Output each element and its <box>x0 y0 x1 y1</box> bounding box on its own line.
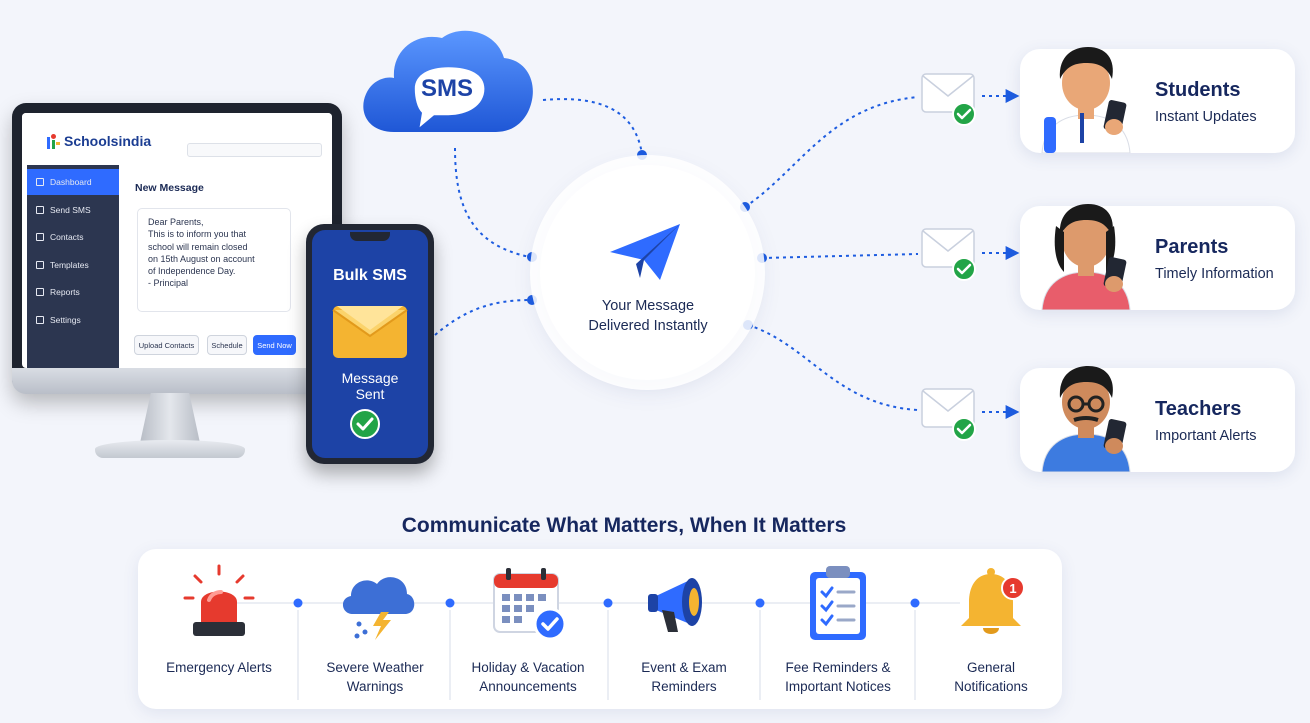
audience-subtitle: Instant Updates <box>1155 109 1257 125</box>
parents-avatar <box>1041 204 1131 310</box>
sidebar-item-label: Dashboard <box>50 177 92 187</box>
feature-label-line: Emergency Alerts <box>166 660 272 675</box>
text-line: Message <box>341 370 399 386</box>
gear-icon <box>36 315 44 324</box>
audience-subtitle: Timely Information <box>1155 266 1274 282</box>
audience-title: Parents <box>1155 236 1229 258</box>
audience-title: Students <box>1155 79 1241 101</box>
sidebar-item-send-sms[interactable]: Send SMS <box>27 197 119 223</box>
audience-title: Teachers <box>1155 398 1242 420</box>
dashboard-search-input[interactable] <box>187 143 322 157</box>
cloud-to-monitor-line <box>454 147 531 258</box>
envelope-icon <box>332 306 408 358</box>
send-icon <box>36 205 44 214</box>
phone-title: Bulk SMS <box>333 267 407 284</box>
feature-label-line: Event & Exam <box>641 660 727 675</box>
sidebar-item-label: Send SMS <box>50 204 91 215</box>
envelope-check-icon <box>921 388 976 441</box>
envelope-check-icon <box>921 73 976 126</box>
feature-label-line: Holiday & Vacation <box>471 660 585 675</box>
feature-label-line: Announcements <box>479 679 577 694</box>
feature-label-line: Notifications <box>954 679 1028 694</box>
contacts-icon <box>36 233 44 241</box>
monitor-chin <box>12 368 342 394</box>
sidebar-item-label: Templates <box>50 259 89 270</box>
storm-cloud-icon <box>342 577 415 640</box>
feature-label: Emergency Alerts <box>144 658 294 677</box>
feature-label-line: Severe Weather <box>326 660 424 675</box>
center-to-students-line <box>744 96 919 208</box>
cloud-label: SMS <box>420 75 473 102</box>
phone-notch <box>350 232 390 241</box>
audience-subtitle: Important Alerts <box>1155 428 1257 444</box>
message-line: of Independence Day. <box>148 266 236 277</box>
paper-plane-icon <box>610 224 680 280</box>
compose-title: New Message <box>135 182 204 194</box>
message-line: on 15th August on account <box>148 253 255 264</box>
students-avatar <box>1041 47 1131 153</box>
monitor-base <box>95 440 245 458</box>
center-circle <box>540 165 755 380</box>
upload-contacts-button[interactable]: Upload Contacts <box>134 335 199 355</box>
text-line: Delivered Instantly <box>588 318 708 334</box>
calendar-icon <box>493 568 567 641</box>
clipboard-icon <box>810 566 866 640</box>
megaphone-icon <box>648 578 702 632</box>
send-now-button[interactable]: Send Now <box>253 335 296 355</box>
phone-to-center-line <box>434 299 533 336</box>
headline: Communicate What Matters, When It Matter… <box>401 514 847 537</box>
feature-label-line: General <box>966 660 1016 675</box>
template-icon <box>36 260 44 269</box>
feature-label-line: Reminders <box>651 679 717 694</box>
center-to-parents-line <box>761 253 919 259</box>
home-icon <box>36 178 44 186</box>
feature-label-line: Important Notices <box>785 679 891 694</box>
text-line: Your Message <box>601 298 695 314</box>
message-line: This is to inform you that <box>148 229 247 240</box>
feature-label-line: Warnings <box>346 679 404 694</box>
cloud-icon <box>363 30 533 132</box>
message-line: Dear Parents, <box>148 217 204 227</box>
feature-label: Fee Reminders & Important Notices <box>763 658 913 696</box>
sidebar-item-reports[interactable]: Reports <box>27 279 119 305</box>
logo-icon <box>47 133 61 149</box>
teachers-avatar <box>1041 366 1131 472</box>
sidebar-item-label: Reports <box>50 287 80 297</box>
siren-icon <box>183 564 255 636</box>
check-icon <box>350 409 380 439</box>
logo[interactable]: Schoolsindia <box>47 133 151 149</box>
reports-icon <box>36 288 44 296</box>
schedule-button[interactable]: Schedule <box>207 335 247 355</box>
sidebar-item-label: Contacts <box>50 232 84 242</box>
text-line: Sent <box>355 386 385 402</box>
center-to-teachers-line <box>747 324 919 411</box>
message-line: - Principal <box>148 278 189 289</box>
sidebar-item-label: Settings <box>50 314 81 325</box>
features-panel <box>138 549 1062 709</box>
sidebar-item-templates[interactable]: Templates <box>27 252 119 278</box>
envelope-check-icon <box>921 228 976 281</box>
feature-label-line: Fee Reminders & <box>785 660 891 675</box>
sidebar-item-settings[interactable]: Settings <box>27 307 119 333</box>
message-line: school will remain closed <box>148 241 248 252</box>
bell-icon <box>961 568 1021 634</box>
monitor-stand <box>140 393 200 443</box>
cloud-to-center-line <box>542 98 643 155</box>
sidebar-item-contacts[interactable]: Contacts <box>27 224 119 250</box>
logo-text: Schoolsindia <box>64 133 152 149</box>
sidebar-item-dashboard[interactable]: Dashboard <box>27 169 119 195</box>
notification-badge: 1 <box>1001 576 1025 600</box>
